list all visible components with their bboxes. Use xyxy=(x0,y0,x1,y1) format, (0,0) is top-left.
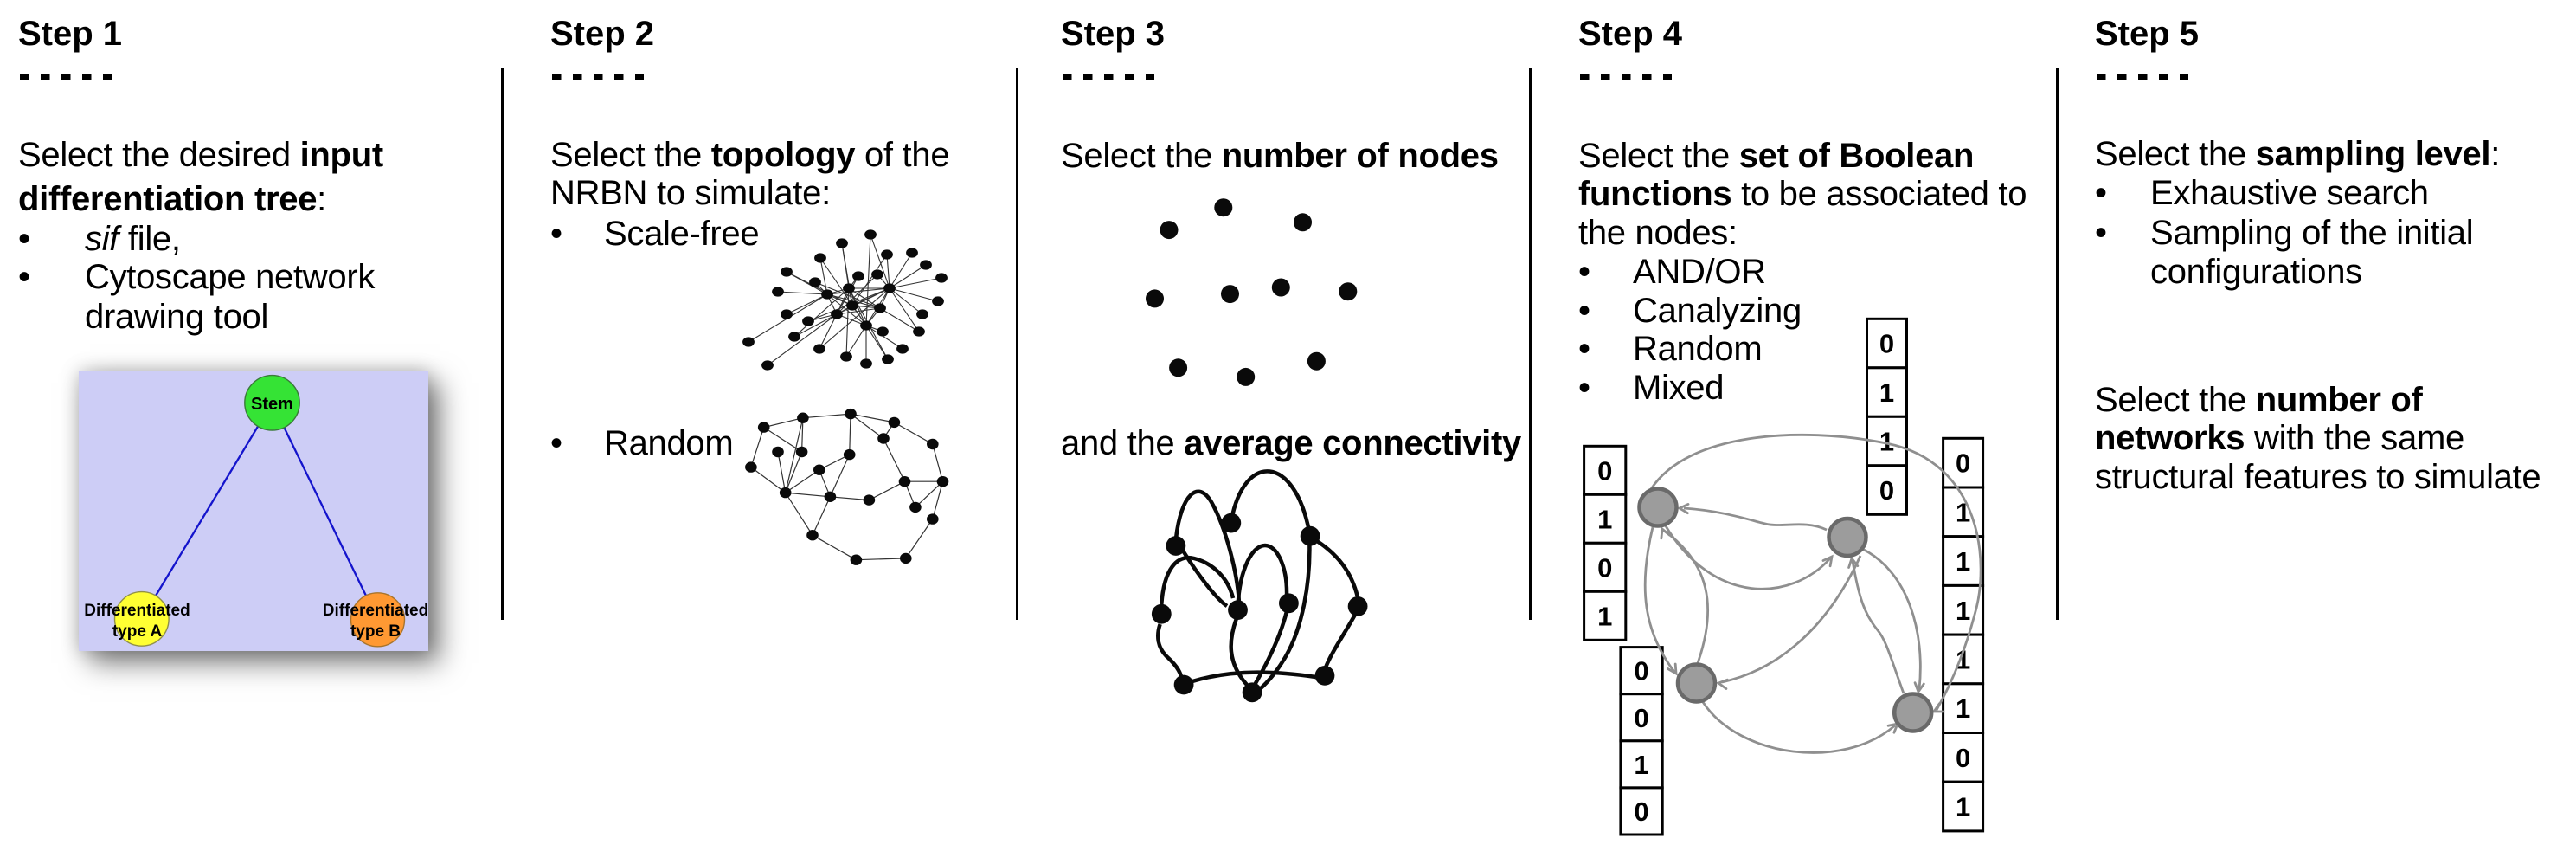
svg-text:0: 0 xyxy=(1597,552,1612,583)
svg-text:1: 1 xyxy=(1956,497,1970,527)
svg-text:1: 1 xyxy=(1956,645,1970,675)
svg-text:1: 1 xyxy=(1956,546,1970,577)
svg-text:1: 1 xyxy=(1879,427,1894,457)
svg-text:1: 1 xyxy=(1597,601,1612,631)
svg-text:0: 0 xyxy=(1956,448,1970,479)
svg-text:Differentiated: Differentiated xyxy=(84,602,190,620)
svg-text:0: 0 xyxy=(1634,796,1648,827)
svg-text:type B: type B xyxy=(350,622,400,641)
svg-text:1: 1 xyxy=(1956,792,1970,822)
svg-text:0: 0 xyxy=(1634,656,1648,687)
svg-text:0: 0 xyxy=(1879,329,1894,359)
svg-text:1: 1 xyxy=(1956,596,1970,626)
svg-text:0: 0 xyxy=(1956,743,1970,773)
svg-text:Differentiated: Differentiated xyxy=(322,602,427,620)
svg-text:1: 1 xyxy=(1597,504,1612,534)
svg-text:1: 1 xyxy=(1634,750,1648,780)
svg-text:0: 0 xyxy=(1634,703,1648,733)
svg-text:Stem: Stem xyxy=(251,395,293,414)
svg-text:1: 1 xyxy=(1879,377,1894,408)
svg-text:1: 1 xyxy=(1956,693,1970,724)
svg-text:0: 0 xyxy=(1879,475,1894,506)
svg-text:type A: type A xyxy=(112,622,162,641)
svg-text:0: 0 xyxy=(1597,455,1612,486)
